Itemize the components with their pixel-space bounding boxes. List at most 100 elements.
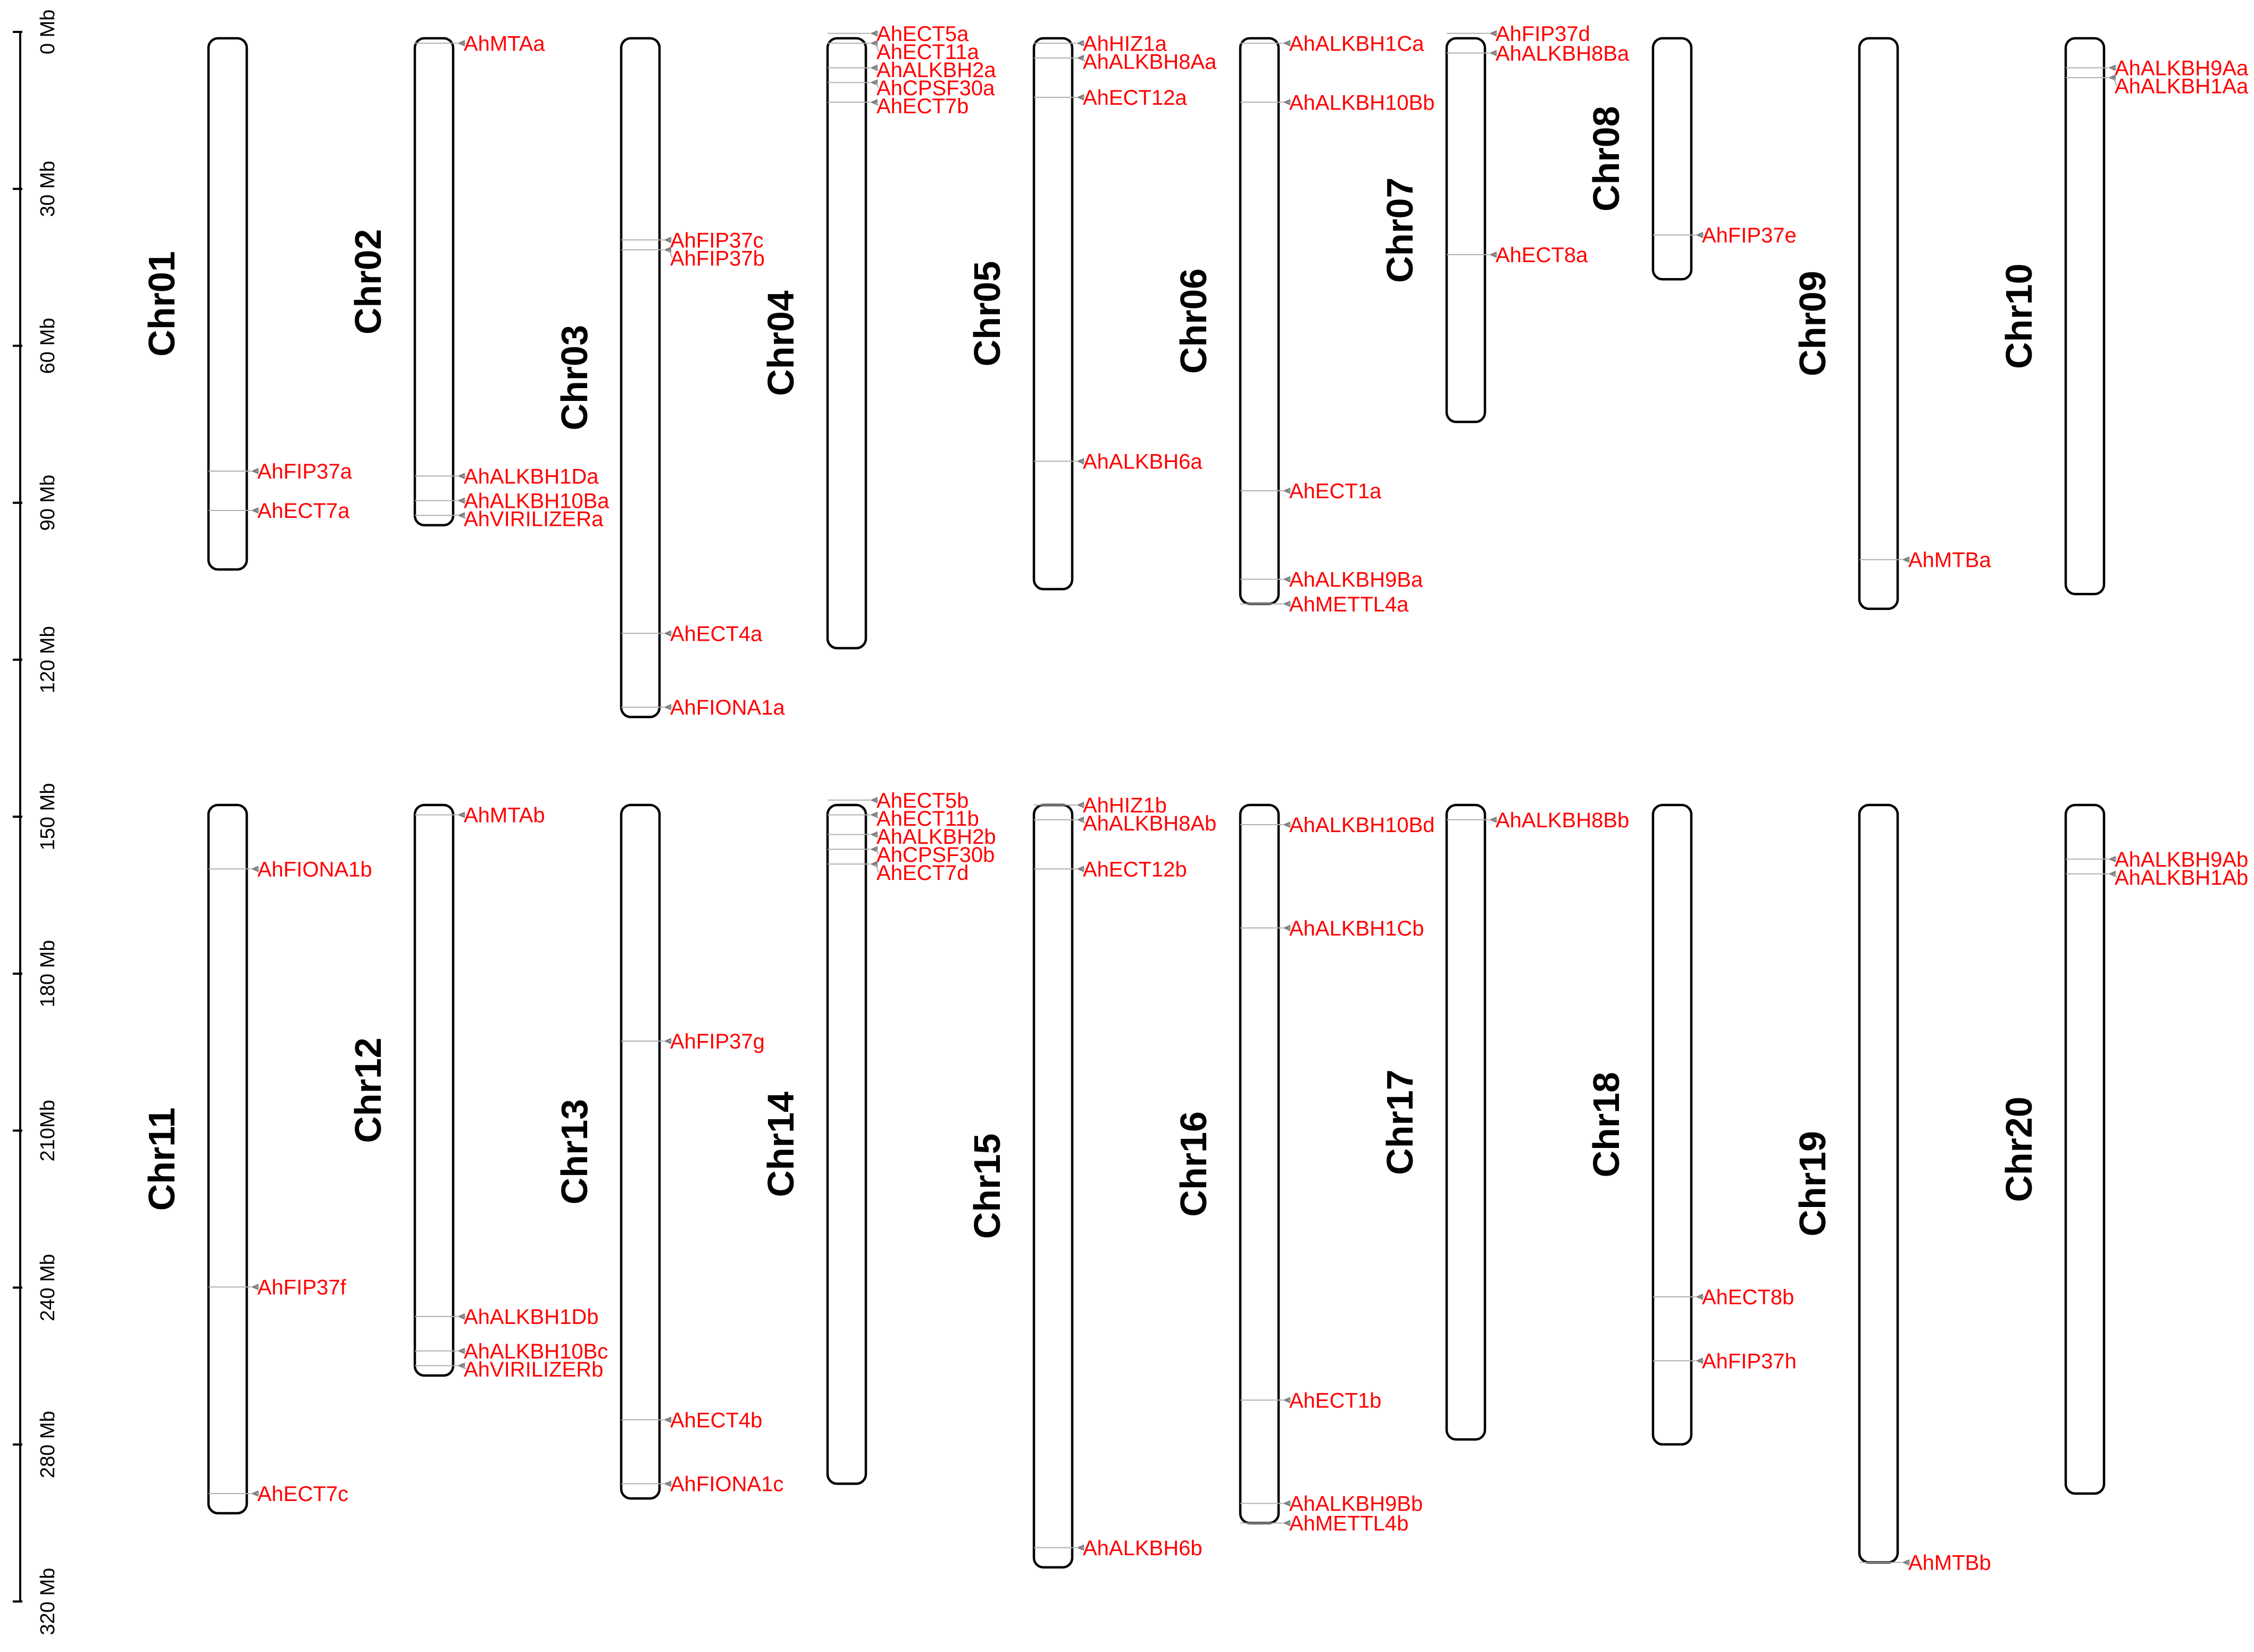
gene-arrow-icon	[1076, 458, 1084, 465]
gene-label: AhALKBH8Ab	[1083, 812, 1216, 835]
gene-label: AhFIONA1b	[257, 858, 372, 881]
gene-arrow-icon	[457, 1347, 465, 1354]
axis-tick-label: 280 Mb	[37, 1411, 59, 1478]
chromosome-label: Chr07	[1379, 178, 1421, 283]
axis-tick-label: 120 Mb	[37, 626, 59, 693]
gene-arrow-icon	[1696, 1294, 1703, 1300]
gene-arrow-icon	[1283, 1520, 1290, 1527]
gene-label: AhFIP37a	[257, 460, 353, 483]
axis-tick-label: 90 Mb	[37, 475, 59, 531]
chromosome-bar	[1445, 37, 1487, 423]
gene-arrow-icon	[1076, 94, 1084, 100]
chromosome-chr12: Chr12AhMTAbAhALKBH1DbAhALKBH10BcAhVIRILI…	[347, 804, 608, 1381]
chromosome-bar	[1239, 803, 1280, 1524]
gene-label: AhFIP37d	[1496, 22, 1590, 46]
chromosome-label: Chr01	[141, 251, 182, 356]
gene-arrow-icon	[664, 704, 671, 710]
gene-label: AhHIZ1b	[1083, 794, 1167, 817]
gene-label: AhALKBH9Bb	[1289, 1492, 1423, 1516]
chromosome-bar	[1858, 37, 1899, 610]
chromosome-label: Chr19	[1792, 1131, 1833, 1236]
axis-tick-label: 210Mb	[37, 1100, 59, 1161]
gene-label: AhCPSF30a	[876, 77, 995, 100]
chromosome-label: Chr11	[141, 1108, 182, 1211]
gene-label: AhALKBH2b	[876, 825, 996, 849]
gene-arrow-icon	[2108, 870, 2116, 877]
gene-label: AhECT4a	[670, 622, 763, 645]
chromosome-chr06: Chr06AhALKBH1CaAhALKBH10BbAhECT1aAhALKBH…	[1173, 32, 1435, 616]
chromosome-bar	[413, 37, 455, 526]
gene-arrow-icon	[870, 796, 878, 803]
gene-label: AhECT12a	[1083, 86, 1187, 110]
gene-arrow-icon	[1283, 600, 1290, 607]
gene-arrow-icon	[1076, 40, 1084, 47]
gene-label: AhFIP37f	[257, 1276, 347, 1299]
gene-arrow-icon	[1696, 232, 1703, 238]
gene-label: AhECT12b	[1083, 858, 1187, 881]
gene-arrow-icon	[1283, 99, 1290, 106]
gene-label: AhALKBH1Ab	[2115, 866, 2248, 890]
gene-connector	[875, 67, 879, 70]
chromosome-label: Chr02	[347, 229, 389, 334]
gene-label: AhECT8a	[1496, 244, 1588, 267]
gene-label: AhFIONA1c	[670, 1473, 783, 1496]
gene-connector	[875, 102, 879, 106]
gene-label: AhVIRILIZERa	[464, 508, 604, 531]
gene-connector	[462, 1365, 466, 1370]
gene-arrow-icon	[1283, 925, 1290, 932]
chromosome-label: Chr13	[554, 1099, 595, 1204]
gene-arrow-icon	[664, 630, 671, 637]
chromosome-label: Chr16	[1173, 1111, 1214, 1217]
gene-label: AhALKBH8Aa	[1083, 50, 1217, 73]
gene-arrow-icon	[1283, 1397, 1290, 1404]
gene-label: AhALKBH2a	[876, 58, 996, 82]
gene-connector	[1081, 57, 1086, 62]
gene-arrow-icon	[1489, 49, 1497, 56]
chromosome-label: Chr09	[1792, 271, 1833, 376]
chromosome-bar	[413, 803, 455, 1377]
gene-arrow-icon	[457, 811, 465, 818]
gene-label: AhMTAa	[464, 32, 545, 55]
gene-label: AhALKBH9Aa	[2115, 57, 2249, 80]
chromosome-bar	[620, 37, 661, 718]
chromosome-label: Chr05	[966, 261, 1008, 366]
gene-label: AhMTAb	[464, 804, 545, 827]
axis-tick-label: 180 Mb	[37, 940, 59, 1008]
gene-arrow-icon	[1902, 1559, 1909, 1566]
gene-label: AhALKBH1Ca	[1289, 32, 1424, 55]
gene-label: AhMTBb	[1908, 1552, 1991, 1575]
gene-arrow-icon	[1283, 821, 1290, 828]
gene-arrow-icon	[1489, 816, 1497, 823]
gene-arrow-icon	[1283, 488, 1290, 494]
gene-arrow-icon	[457, 40, 465, 47]
chromosome-label: Chr06	[1173, 269, 1214, 374]
axis-tick-label: 240 Mb	[37, 1254, 59, 1321]
gene-connector	[2113, 77, 2117, 86]
gene-connector	[669, 249, 673, 258]
chromosome-bar	[1032, 803, 1074, 1569]
chromosome-bar	[826, 37, 867, 650]
gene-label: AhECT11a	[876, 40, 979, 64]
gene-arrow-icon	[870, 811, 878, 818]
chromosome-bar	[1032, 37, 1074, 591]
gene-label: AhALKBH10Ba	[464, 490, 610, 513]
gene-arrow-icon	[251, 507, 258, 514]
chromosome-label: Chr14	[760, 1092, 802, 1197]
gene-arrow-icon	[1283, 576, 1290, 583]
gene-label: AhECT5a	[876, 22, 969, 46]
gene-label: AhECT7d	[876, 861, 969, 885]
gene-label: AhALKBH1Aa	[2115, 75, 2249, 98]
gene-label: AhALKBH9Ab	[2115, 848, 2248, 871]
chromosome-bar	[826, 803, 867, 1485]
gene-arrow-icon	[870, 64, 878, 71]
gene-arrow-icon	[1283, 40, 1290, 47]
